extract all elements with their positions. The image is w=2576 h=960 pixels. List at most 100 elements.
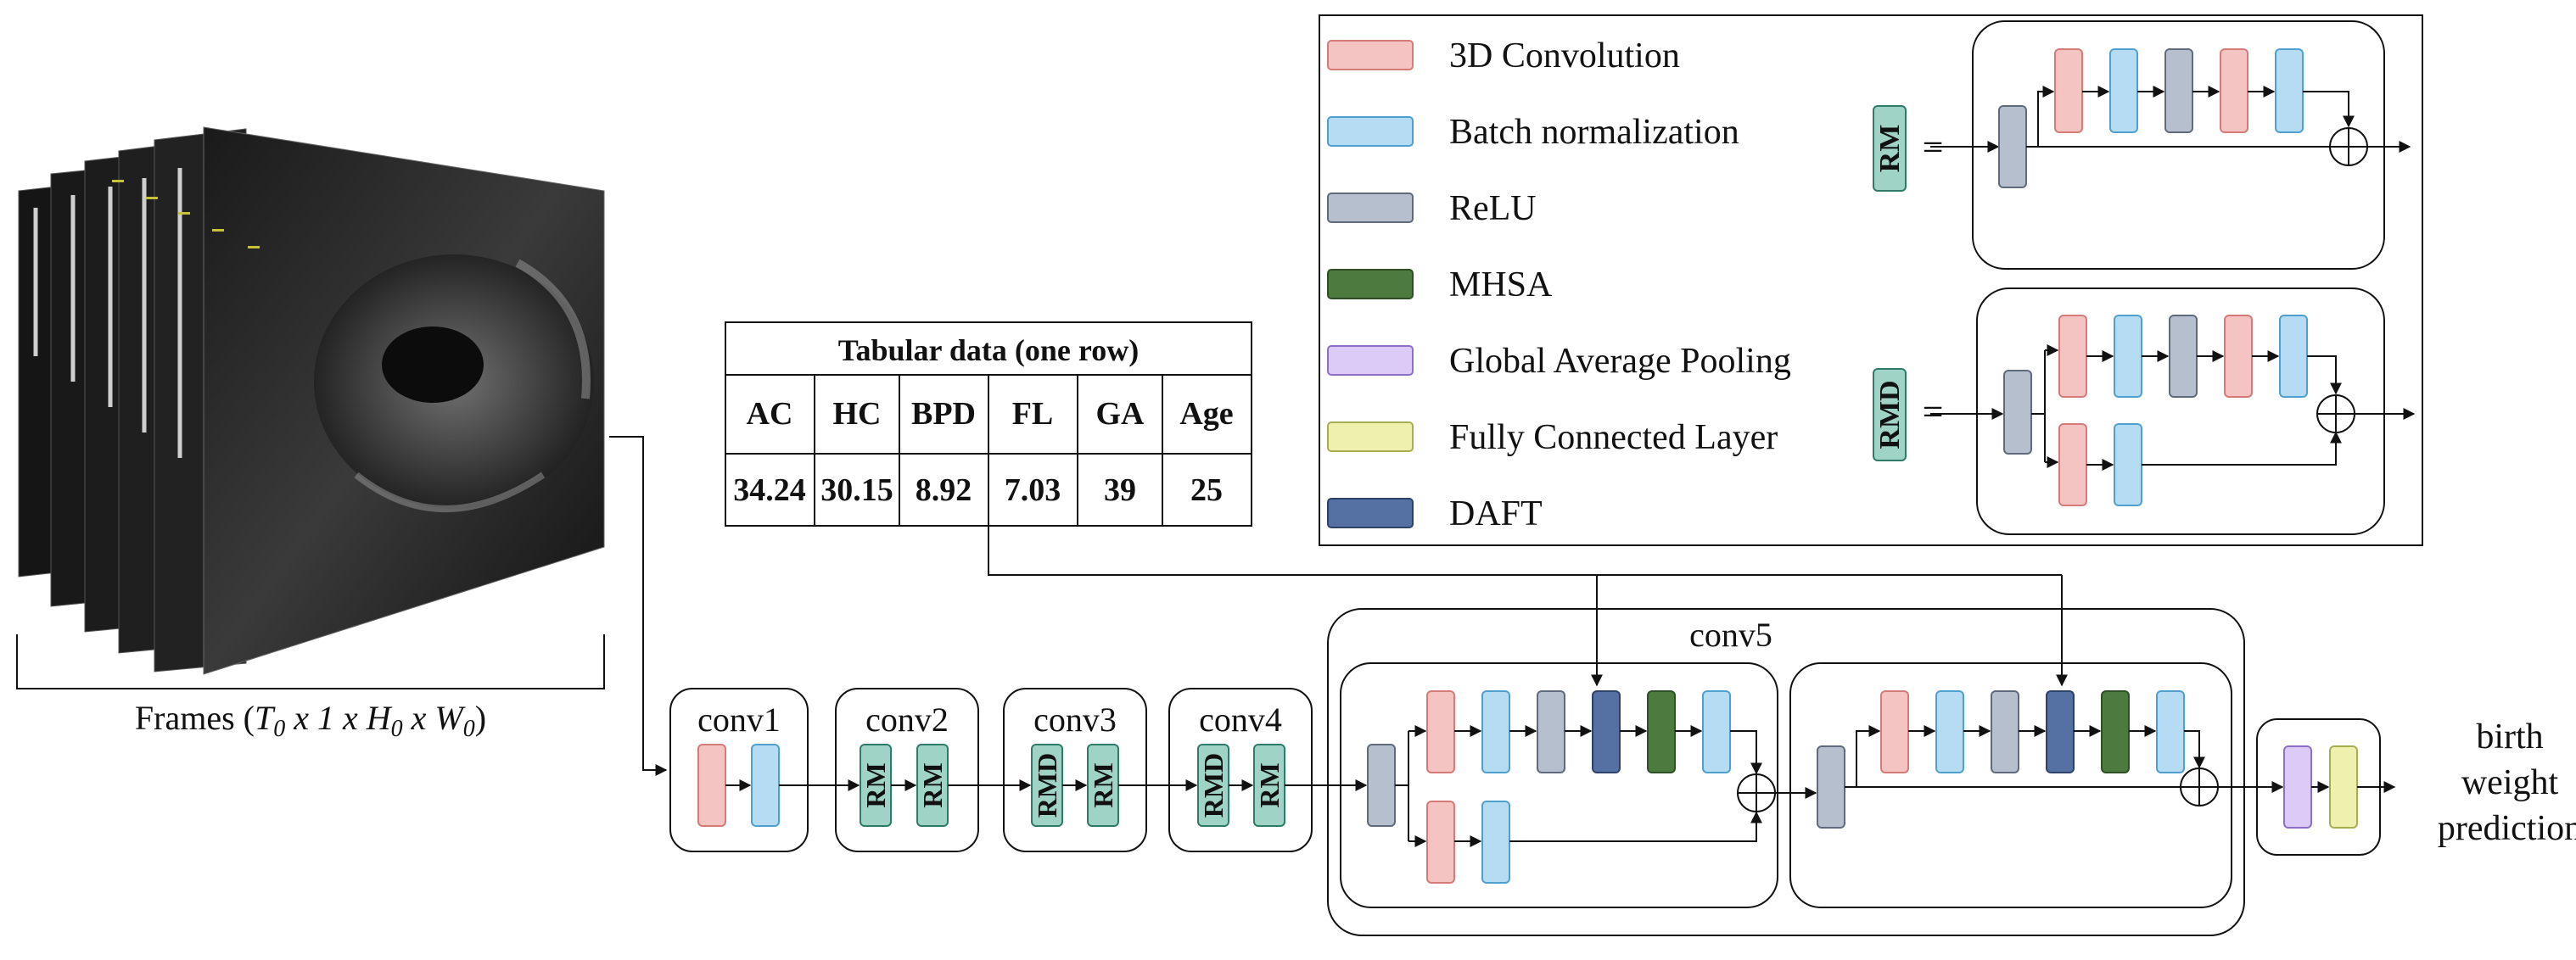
conv5-b1-top-to-sum xyxy=(1730,730,1762,775)
frames-caption-x2: x xyxy=(334,699,367,737)
rm-to-sum xyxy=(2303,91,2355,128)
rmd-equals: = xyxy=(1923,391,1944,433)
frames-caption-x3: x xyxy=(403,699,435,737)
rmd-conv3d-1 xyxy=(2058,315,2087,398)
legend-label-relu: ReLU xyxy=(1449,189,1537,228)
conv5-b1-daft-4 xyxy=(1592,690,1621,773)
legend-swatch-conv3d xyxy=(1327,40,1414,70)
frames-caption-h: H xyxy=(366,699,393,737)
rm-batchnorm-2 xyxy=(2109,48,2138,133)
rmd-relu xyxy=(2003,370,2032,455)
conv5-b1-skip-batchnorm xyxy=(1481,801,1510,884)
conv5-b1-skip-conv3d xyxy=(1426,801,1455,884)
conv5-b1-sum-node xyxy=(1737,773,1776,812)
rmd-skip-batchnorm xyxy=(2114,423,2142,506)
conv3-frame xyxy=(1003,688,1147,852)
conv5-b2-batchnorm-2 xyxy=(1935,690,1964,773)
table-value-age: 25 xyxy=(1190,472,1223,508)
legend-item-relu: ReLU xyxy=(1327,189,1537,228)
rmd-bottom-to-sum xyxy=(2142,431,2342,466)
conv5-b1-mhsa-5 xyxy=(1647,690,1676,773)
rmd-definition: RMD = xyxy=(1873,287,2416,535)
table-to-daft-connector xyxy=(988,526,2062,576)
conv2-label: conv2 xyxy=(865,700,949,739)
ultrasound-frames-stack xyxy=(18,126,605,675)
legend-label-conv3d: 3D Convolution xyxy=(1449,36,1680,75)
legend-item-daft: DAFT xyxy=(1327,494,1543,533)
legend-swatch-fc xyxy=(1327,421,1414,452)
table-header-bpd: BPD xyxy=(911,396,976,432)
conv5-b2-top-to-sum xyxy=(2184,730,2205,769)
conv5-frame xyxy=(1327,608,2245,936)
rm-relu-3 xyxy=(2164,48,2193,133)
conv1-label: conv1 xyxy=(697,700,781,739)
legend-label-daft: DAFT xyxy=(1449,494,1543,533)
table-value-hc: 30.15 xyxy=(820,472,893,508)
rm-batchnorm-5 xyxy=(2275,48,2304,133)
conv5-b2-main-branch xyxy=(1856,725,1881,787)
frames-caption-x1: x xyxy=(285,699,317,737)
table-value-fl: 7.03 xyxy=(1005,472,1061,508)
legend-label-gap: Global Average Pooling xyxy=(1449,342,1791,381)
legend-label-mhsa: MHSA xyxy=(1449,265,1553,304)
conv1-conv3d xyxy=(697,744,726,827)
rm-definition: RM = xyxy=(1873,20,2411,270)
conv4-label: conv4 xyxy=(1199,700,1282,739)
table-value-bpd: 8.92 xyxy=(916,472,972,508)
rm-block xyxy=(1930,48,2411,188)
conv5-b1-relu xyxy=(1367,744,1396,827)
conv5-b2-batchnorm-6 xyxy=(2156,690,2185,773)
conv5-b2-relu-3 xyxy=(1991,690,2019,773)
conv5-b1-bottom-to-sum xyxy=(1509,811,1762,842)
rmd-block xyxy=(1930,315,2416,506)
rm-conv3d-1 xyxy=(2054,48,2083,133)
ultrasound-frame-front xyxy=(203,126,605,675)
frames-caption-one: 1 xyxy=(317,699,334,737)
tabular-title: Tabular data (one row) xyxy=(838,333,1139,367)
head-gap xyxy=(2283,745,2312,829)
frame-yellow-annotations xyxy=(112,180,260,248)
legend-label-fc: Fully Connected Layer xyxy=(1449,418,1778,457)
table-header-ga: GA xyxy=(1096,396,1145,432)
legend-swatch-gap xyxy=(1327,345,1414,376)
frames-caption-t: T xyxy=(255,699,276,737)
frames-caption-suffix: ) xyxy=(475,699,486,737)
rm-block-frame xyxy=(1972,20,2385,270)
conv4-frame xyxy=(1168,688,1313,852)
conv1-batchnorm xyxy=(751,744,780,827)
table-value-ac: 34.24 xyxy=(733,472,806,508)
rmd-conv3d-4 xyxy=(2224,315,2253,398)
frames-caption-h-sub: 0 xyxy=(391,716,403,742)
rmd-batchnorm-2 xyxy=(2114,315,2142,398)
conv1-frame xyxy=(669,688,809,852)
frames-caption-t-sub: 0 xyxy=(273,716,285,742)
legend-item-conv3d: 3D Convolution xyxy=(1327,36,1680,75)
legend-label-batchnorm: Batch normalization xyxy=(1449,113,1739,152)
rm-sum-node xyxy=(2329,127,2368,166)
conv5-b1-batchnorm-2 xyxy=(1481,690,1510,773)
legend-swatch-relu xyxy=(1327,193,1414,223)
rm-label-text: RM xyxy=(1874,125,1906,173)
frames-bracket xyxy=(16,634,605,689)
frames-caption-w: W xyxy=(434,699,466,737)
legend-item-gap: Global Average Pooling xyxy=(1327,342,1791,381)
conv3-label: conv3 xyxy=(1033,700,1117,739)
frames-caption-w-sub: 0 xyxy=(463,716,475,742)
conv5-b2-mhsa-5 xyxy=(2101,690,2130,773)
rmd-label-text: RMD xyxy=(1874,380,1906,449)
pipeline-blocks xyxy=(697,690,2396,884)
output-line-3: prediction xyxy=(2438,809,2576,848)
frames-caption: Frames (T0 x 1 x H0 x W0) xyxy=(135,699,486,742)
conv2-frame xyxy=(835,688,979,852)
frames-to-conv1-arrow xyxy=(609,436,668,776)
rm-conv3d-4 xyxy=(2220,48,2248,133)
output-line-1: birth xyxy=(2476,717,2543,756)
conv4-module-label-2: RM xyxy=(1254,762,1285,807)
output-label: birth weight prediction xyxy=(2438,717,2576,848)
rmd-top-to-sum xyxy=(2307,355,2342,395)
conv5-block2-frame xyxy=(1789,662,2232,908)
